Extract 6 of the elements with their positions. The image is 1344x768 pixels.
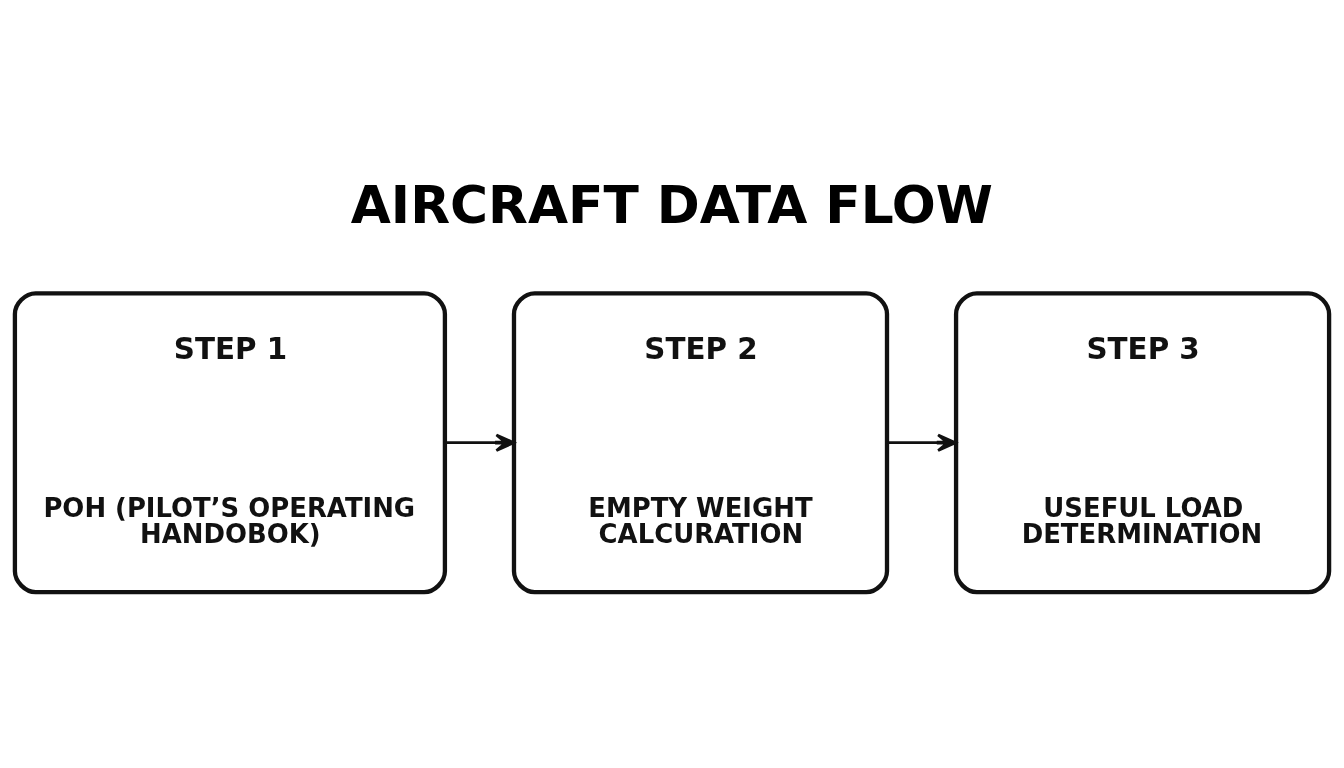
arrow [445, 433, 516, 452]
node-box: STEP 2 EMPTY WEIGHT CALCURATION [511, 291, 890, 595]
arrow [887, 433, 957, 452]
node-box: STEP 3 USEFUL LOAD DETERMINATION [953, 291, 1332, 595]
node-box: STEP 1 POH (PILOT’S OPERATING HANDOBOK) [12, 291, 448, 595]
diagram-title: AIRCRAFT DATA FLOW [350, 174, 993, 235]
